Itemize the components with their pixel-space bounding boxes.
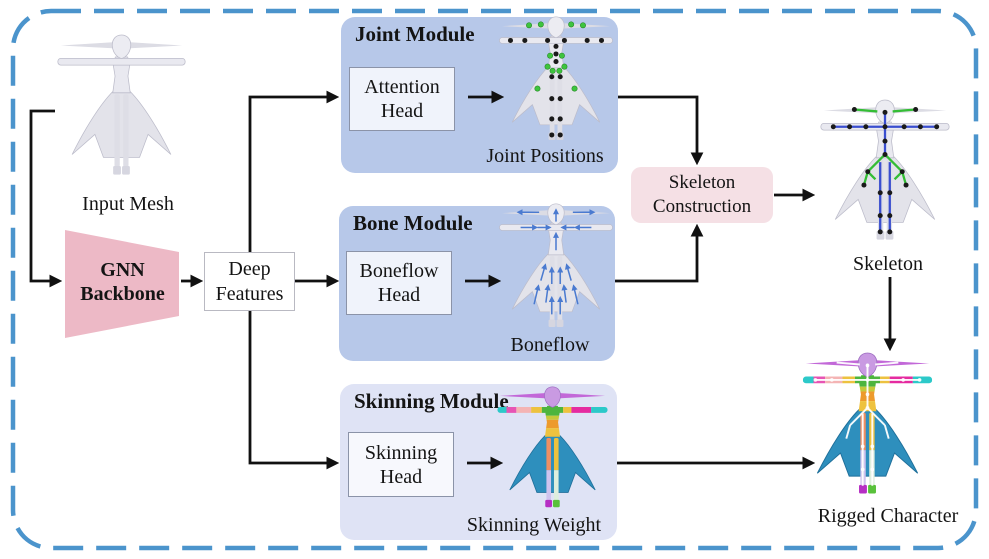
arrow-deep-to-skinning xyxy=(248,309,340,470)
skeleton-character-icon xyxy=(818,99,952,252)
rigged-character-icon xyxy=(800,352,935,506)
attention-head-box: Attention Head xyxy=(349,67,455,131)
joint-module-title: Joint Module xyxy=(355,22,475,46)
arrow-deep-to-joint xyxy=(248,90,340,252)
skinning-weight-figure xyxy=(495,386,610,518)
joint-positions-figure xyxy=(497,16,615,151)
boneflow-head-box: Boneflow Head xyxy=(346,251,452,315)
gnn-backbone-label: GNN Backbone xyxy=(80,259,165,305)
arrow-bone-to-construction xyxy=(615,223,704,283)
joint-positions-label: Joint Positions xyxy=(486,145,604,167)
boneflow-character-icon xyxy=(497,203,615,338)
skinning-module-title: Skinning Module xyxy=(354,389,509,413)
skeleton-construction-node: Skeleton Construction xyxy=(631,167,773,223)
joint-positions-character-icon xyxy=(497,16,615,151)
skinning-head-box: Skinning Head xyxy=(348,432,454,497)
skeleton-figure xyxy=(818,99,952,252)
bone-module-title: Bone Module xyxy=(353,211,473,235)
rigged-character-figure xyxy=(800,352,935,506)
skinning-weight-character-icon xyxy=(495,386,610,518)
input-mesh-character-icon xyxy=(55,34,188,187)
gnn-backbone-node: GNN Backbone xyxy=(60,225,185,343)
input-mesh-figure xyxy=(55,34,188,187)
deep-features-node: Deep Features xyxy=(204,252,295,311)
skinning-weight-label: Skinning Weight xyxy=(466,514,602,536)
boneflow-label: Boneflow xyxy=(510,334,590,356)
input-mesh-label: Input Mesh xyxy=(82,193,174,215)
rigged-character-label: Rigged Character xyxy=(817,505,959,527)
boneflow-figure xyxy=(497,203,615,338)
skeleton-label: Skeleton xyxy=(853,253,923,275)
